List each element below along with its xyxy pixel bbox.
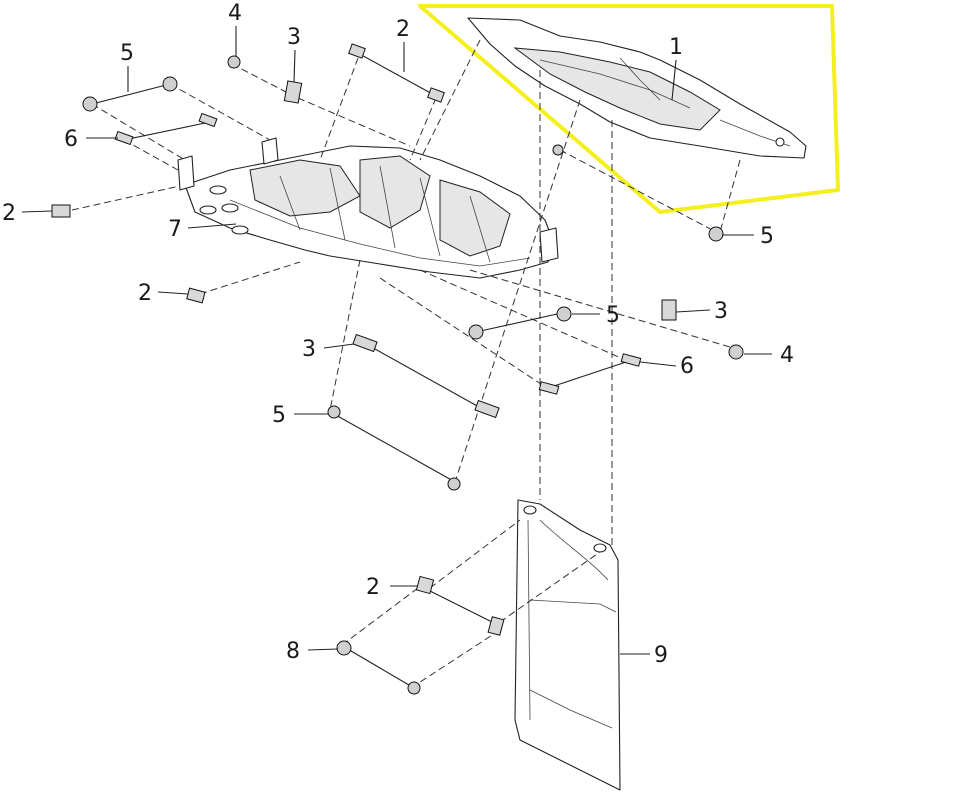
callout-leaders (21, 26, 772, 655)
callout-6-left: 6 (64, 127, 78, 152)
callout-labels: 1 4 3 2 5 6 2 7 2 5 5 3 4 6 3 5 2 8 9 (2, 1, 794, 668)
clip-2-left (51, 204, 71, 218)
clip-3-mid (352, 333, 378, 353)
callout-2-mid: 2 (138, 281, 152, 306)
bolt-4-top (227, 55, 241, 69)
fasteners-clips (51, 43, 677, 636)
callout-2-left: 2 (2, 201, 16, 226)
part-7-duct-bracket (177, 137, 559, 279)
callout-9: 9 (654, 643, 668, 668)
clip-2-lower-right (487, 616, 505, 636)
clip-2-lower (415, 575, 435, 595)
bolt-5-left (82, 96, 98, 112)
clip-3-mid-lower (474, 399, 500, 419)
callout-2-top: 2 (396, 17, 410, 42)
callout-3-mid: 3 (302, 337, 316, 362)
callout-2-lower: 2 (366, 575, 380, 600)
callout-5-mid: 5 (606, 303, 620, 328)
callout-5-right: 5 (760, 224, 774, 249)
callout-4-right: 4 (780, 343, 794, 368)
callout-7: 7 (168, 217, 182, 242)
bolt-4-right (728, 344, 744, 360)
bolt-5-lower (327, 405, 341, 419)
callout-5-top-left: 5 (120, 41, 134, 66)
clip-6-right (620, 353, 642, 367)
bolt-5-mid-right (556, 306, 572, 322)
callout-4-top: 4 (228, 1, 242, 26)
clip-2-top-right (427, 87, 445, 103)
bolt-5-left-top (162, 76, 178, 92)
bolt-5-right (708, 226, 724, 242)
bolt-8 (336, 640, 352, 656)
callout-5-lower: 5 (272, 403, 286, 428)
clip-3-top (283, 80, 303, 104)
callout-8: 8 (286, 639, 300, 664)
clip-6-right-lower (538, 381, 560, 395)
fasteners-bolts (82, 55, 744, 695)
part-9-panel (514, 499, 621, 791)
callout-6-right: 6 (680, 354, 694, 379)
callout-3-right: 3 (714, 299, 728, 324)
bolt-5-under-1 (552, 144, 564, 156)
part-1-bracket (467, 17, 807, 159)
callout-1: 1 (669, 35, 683, 60)
callout-3-top: 3 (287, 25, 301, 50)
assembly-guide-lines (71, 39, 741, 687)
fastener-pair-lines (91, 51, 633, 689)
bolt-8-bottom (407, 681, 421, 695)
clip-2-mid (186, 287, 206, 304)
clip-6-left-top (198, 112, 218, 128)
bolt-5-mid (468, 324, 484, 340)
bolt-5-lower-bottom (447, 477, 461, 491)
clip-3-right (661, 299, 677, 321)
part-1-highlight-outline (418, 4, 840, 214)
clip-2-top (348, 43, 366, 59)
clip-6-left (114, 130, 134, 146)
